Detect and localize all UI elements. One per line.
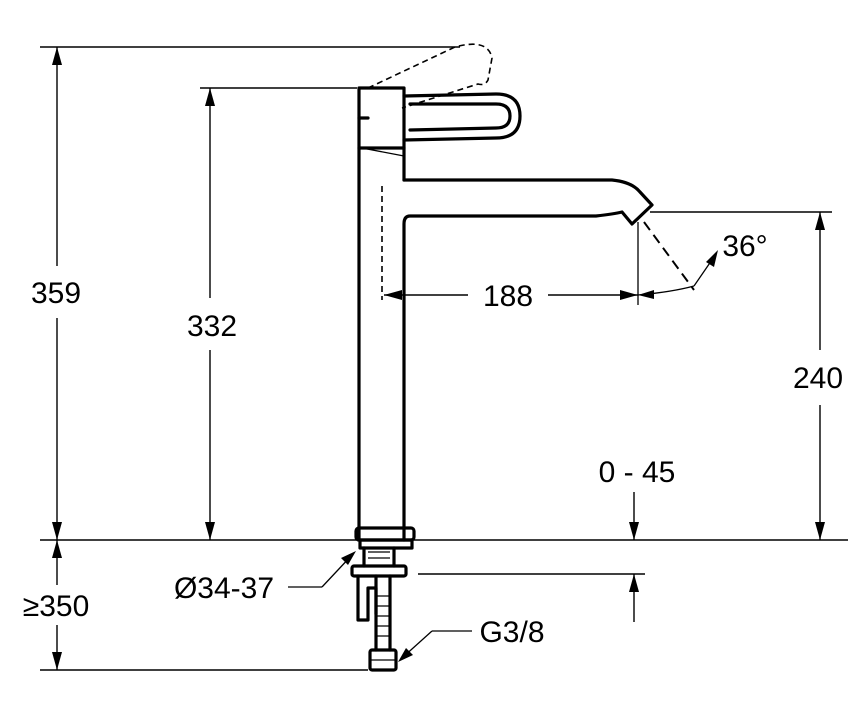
mounting-clamp [356, 574, 378, 622]
connection-thread-leader [398, 630, 472, 662]
faucet-spout [402, 178, 654, 542]
dimension-0-45 [629, 492, 639, 622]
dimension-188-label: 188 [483, 280, 533, 313]
dimension-332 [205, 88, 215, 540]
dimension-0-45-label: 0 - 45 [599, 456, 676, 489]
dimension-min-350 [52, 540, 62, 670]
connection-thread-label: G3/8 [479, 616, 544, 649]
hole-diameter-leader [288, 551, 356, 588]
dimension-36-degrees [637, 221, 718, 305]
mounting-bracket [362, 546, 396, 568]
dimension-188 [384, 290, 638, 300]
lever-open-position [367, 43, 493, 109]
dimension-240 [815, 212, 825, 540]
dimension-240-label: 240 [793, 362, 843, 395]
dimension-359 [52, 47, 62, 540]
faucet-body [350, 43, 654, 672]
dimension-332-label: 332 [187, 310, 237, 343]
hole-diameter-label: Ø34-37 [174, 572, 274, 605]
dimension-36-degrees-label: 36° [722, 230, 767, 263]
supply-hose [374, 574, 392, 652]
mounting-nut [350, 564, 408, 578]
dimension-min-350-label: ≥350 [23, 590, 90, 623]
dimension-359-label: 359 [31, 277, 81, 310]
faucet-lever [402, 92, 522, 142]
